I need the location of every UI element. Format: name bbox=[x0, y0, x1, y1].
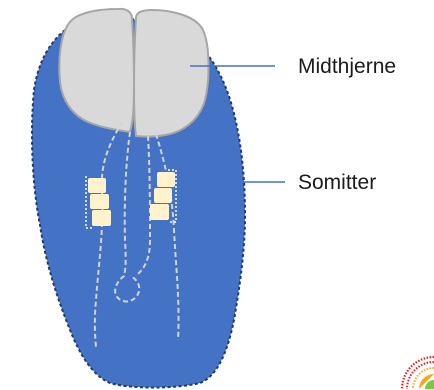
midbrain-label: Midthjerne bbox=[298, 55, 396, 78]
somite bbox=[92, 210, 111, 226]
decorative-circle-icon bbox=[402, 357, 434, 389]
somite bbox=[154, 188, 172, 203]
somite bbox=[150, 204, 169, 220]
somite bbox=[88, 178, 106, 193]
somite bbox=[90, 194, 109, 209]
somite bbox=[157, 172, 175, 187]
somites-label: Somitter bbox=[298, 171, 376, 194]
